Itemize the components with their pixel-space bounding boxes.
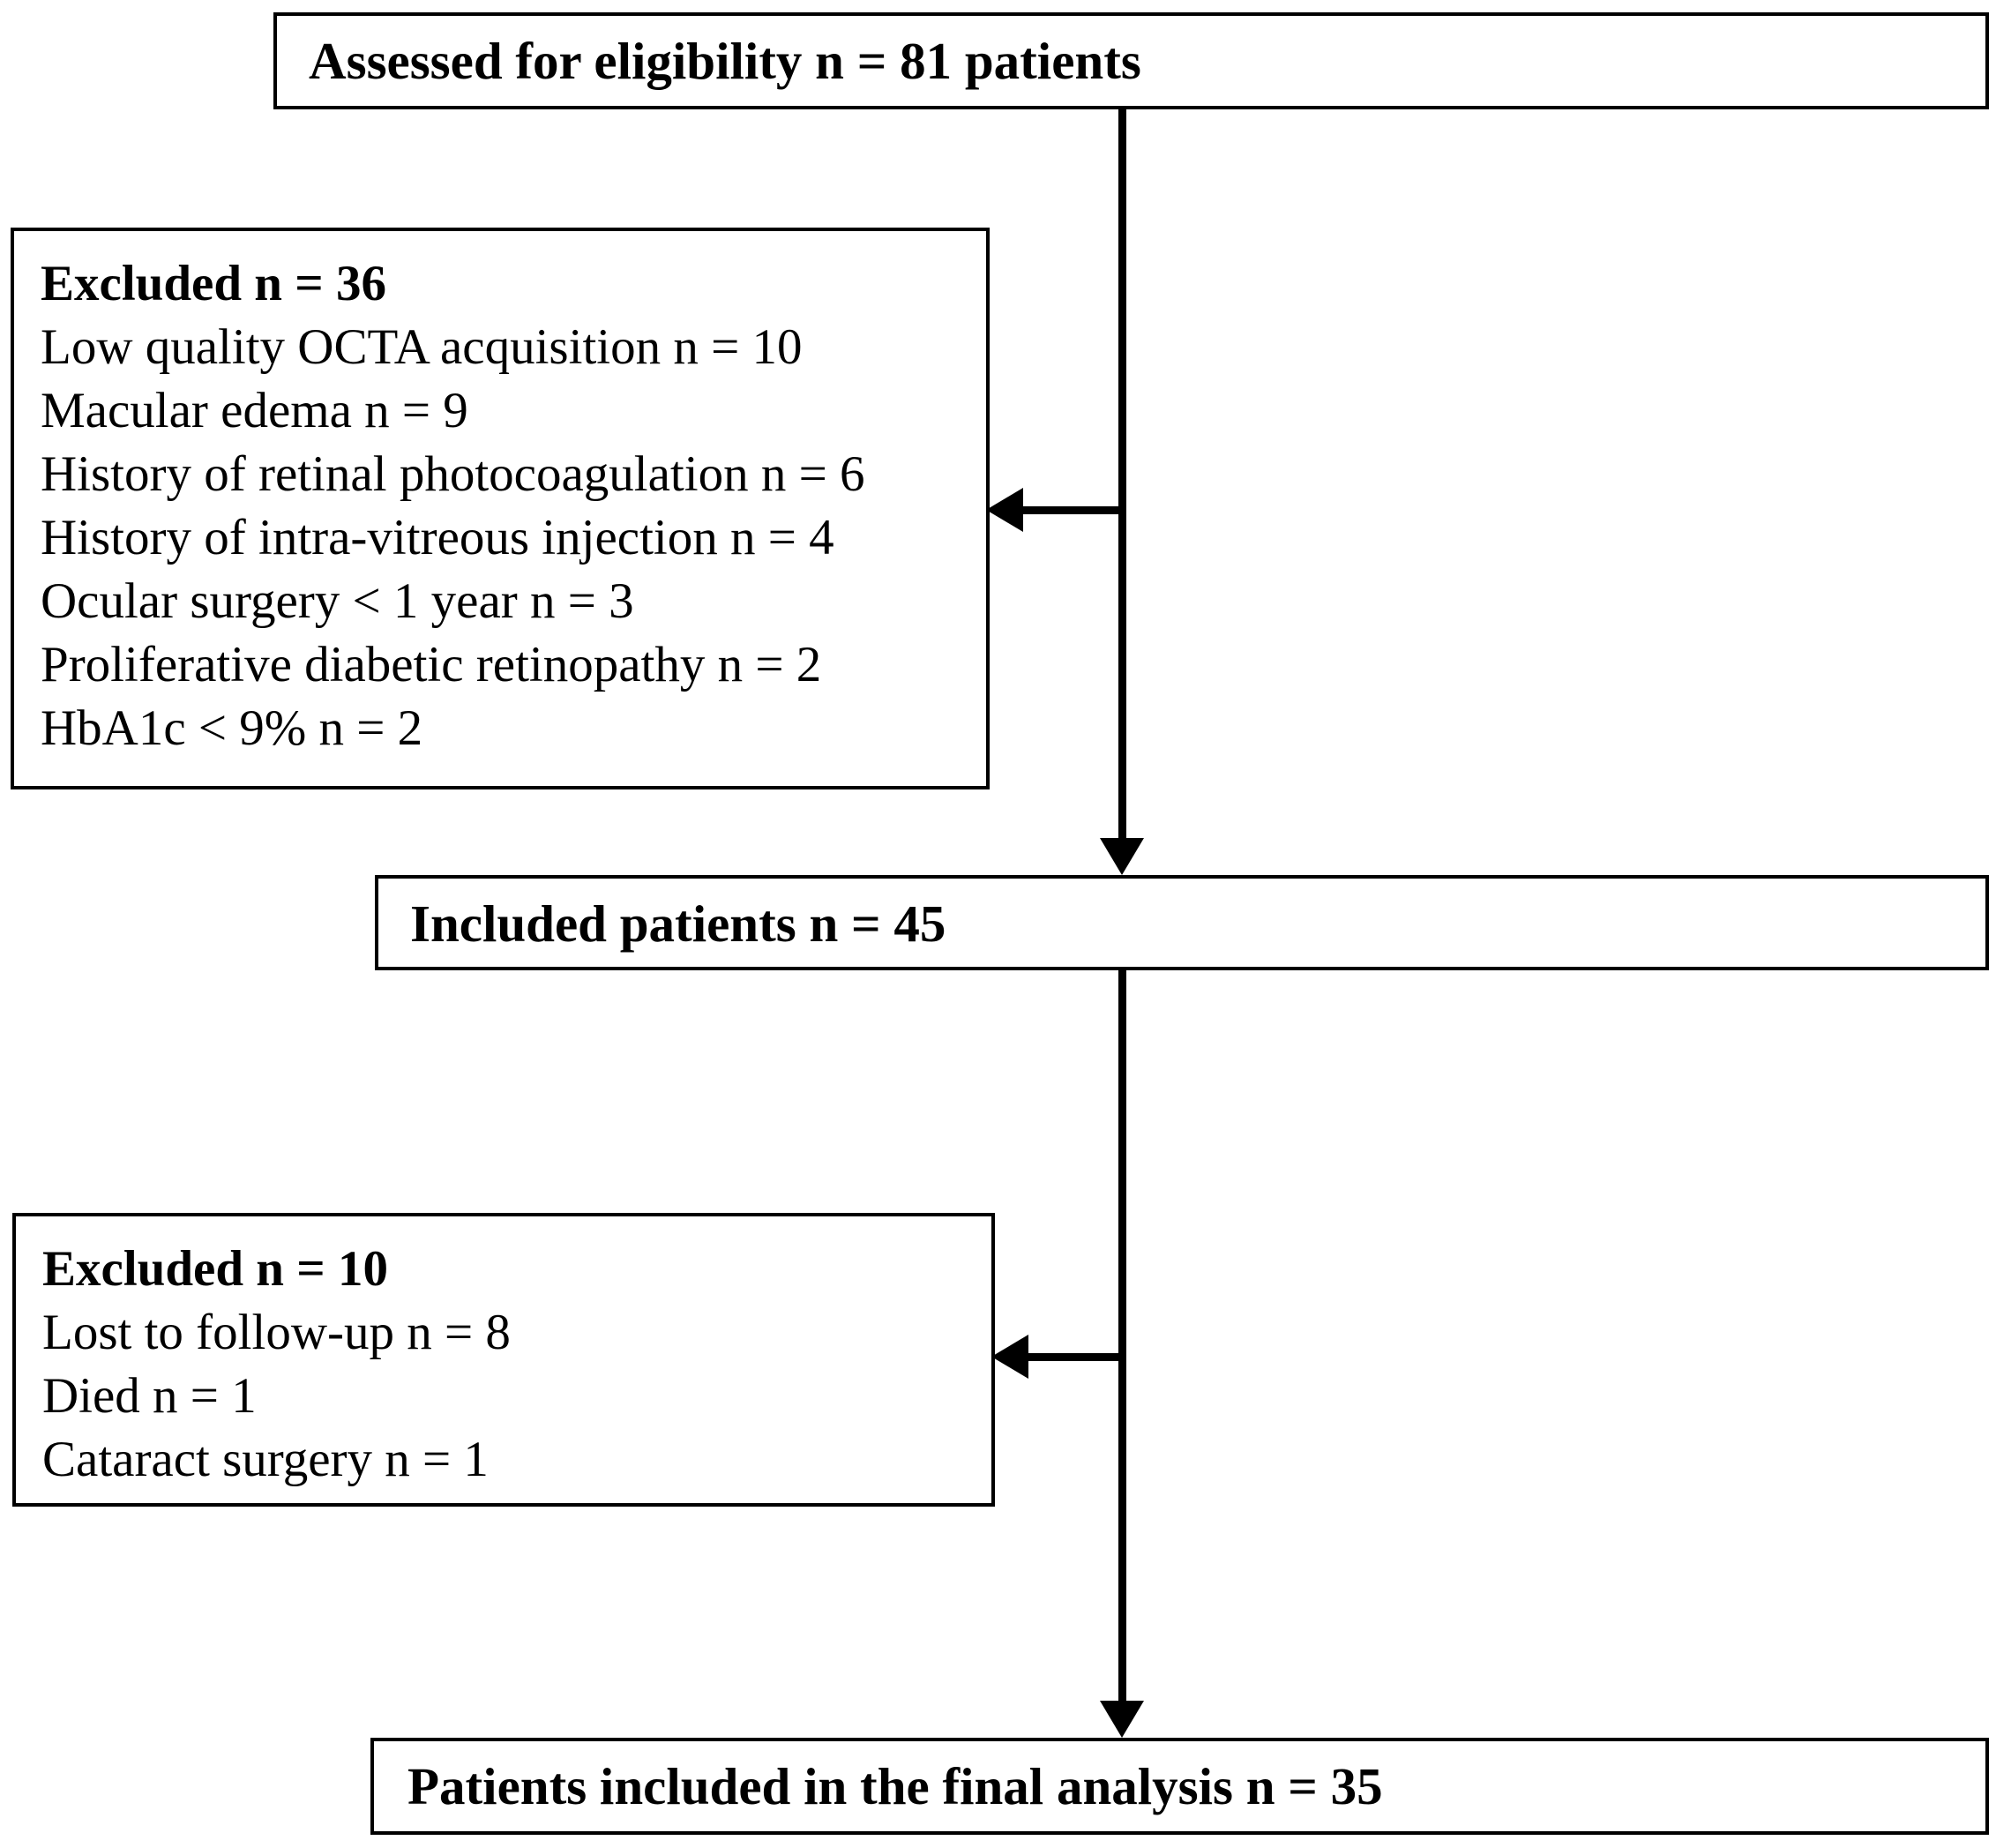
excluded-first-item-6: HbA1c < 9% n = 2 bbox=[41, 700, 423, 756]
excluded-first-heading: Excluded n = 36 bbox=[41, 256, 386, 311]
node-assessed-for-eligibility-label: Assessed for eligibility n = 81 patients bbox=[309, 32, 1141, 90]
node-final-analysis-label: Patients included in the final analysis … bbox=[407, 1757, 1383, 1815]
excluded-first-item-1: Macular edema n = 9 bbox=[41, 383, 468, 438]
connector-assessed-to-included-arrowhead bbox=[1100, 838, 1144, 875]
excluded-first-item-4: Ocular surgery < 1 year n = 3 bbox=[41, 573, 634, 629]
excluded-first-item-0: Low quality OCTA acquisition n = 10 bbox=[41, 319, 803, 375]
connector-assessed-to-included-line bbox=[1118, 109, 1126, 840]
connector-assessed-to-excluded-first-arrowhead bbox=[986, 488, 1023, 532]
excluded-second-item-1: Died n = 1 bbox=[42, 1368, 257, 1424]
excluded-second-list: Excluded n = 10 Lost to follow-up n = 8 … bbox=[42, 1238, 983, 1492]
connector-included-to-final-arrowhead bbox=[1100, 1701, 1144, 1738]
node-excluded-second: Excluded n = 10 Lost to follow-up n = 8 … bbox=[12, 1213, 995, 1507]
connector-included-to-excluded-second-arrowhead bbox=[991, 1335, 1028, 1379]
connector-assessed-to-excluded-first-line bbox=[1020, 506, 1124, 514]
excluded-second-item-0: Lost to follow-up n = 8 bbox=[42, 1305, 511, 1360]
excluded-second-heading: Excluded n = 10 bbox=[42, 1241, 388, 1297]
node-assessed-for-eligibility: Assessed for eligibility n = 81 patients bbox=[273, 12, 1989, 109]
node-included-patients-label: Included patients n = 45 bbox=[410, 894, 946, 953]
excluded-first-item-2: History of retinal photocoagulation n = … bbox=[41, 446, 865, 502]
connector-included-to-final-line bbox=[1118, 970, 1126, 1702]
excluded-first-list: Excluded n = 36 Low quality OCTA acquisi… bbox=[41, 252, 977, 760]
node-excluded-first: Excluded n = 36 Low quality OCTA acquisi… bbox=[11, 228, 990, 789]
node-included-patients: Included patients n = 45 bbox=[375, 875, 1989, 970]
excluded-first-item-5: Proliferative diabetic retinopathy n = 2 bbox=[41, 637, 822, 692]
connector-included-to-excluded-second-line bbox=[1025, 1353, 1124, 1361]
excluded-second-item-2: Cataract surgery n = 1 bbox=[42, 1432, 489, 1487]
node-final-analysis: Patients included in the final analysis … bbox=[370, 1738, 1989, 1835]
excluded-first-item-3: History of intra-vitreous injection n = … bbox=[41, 510, 834, 565]
